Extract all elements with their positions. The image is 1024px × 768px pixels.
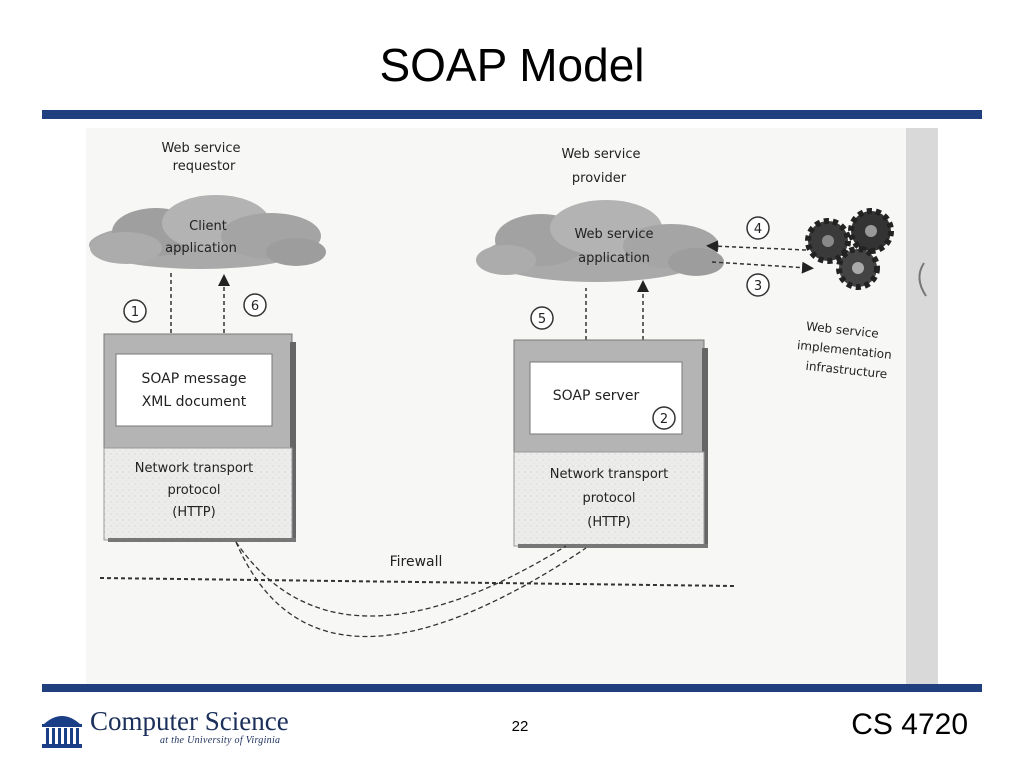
network-curve-outer: [235, 541, 587, 638]
step-1-badge: 1: [123, 299, 147, 323]
step-4-badge: 4: [746, 216, 770, 240]
step-4-arrow: [706, 240, 807, 253]
right-transport-line3: (HTTP): [587, 515, 630, 530]
provider-label-line2: provider: [572, 171, 627, 186]
svg-text:2: 2: [660, 412, 668, 427]
logo-title: Computer Science: [90, 706, 289, 736]
title-divider: [42, 110, 982, 119]
provider-app-line1: Web service: [574, 227, 653, 242]
soap-message-line1: SOAP message: [141, 371, 246, 387]
requestor-label-line1: Web service: [161, 141, 240, 156]
soap-server-stack: [513, 339, 708, 548]
book-spine-shadow: [906, 128, 938, 684]
page-number: 22: [511, 718, 529, 735]
impl-line1: Web service: [805, 319, 879, 341]
step-2-badge: 2: [652, 406, 676, 430]
provider-label-line1: Web service: [561, 147, 640, 162]
right-transport-line2: protocol: [582, 491, 635, 506]
svg-text:3: 3: [754, 279, 762, 294]
rotunda-icon: [42, 716, 82, 748]
firewall-label: Firewall: [390, 554, 443, 570]
svg-text:6: 6: [251, 299, 259, 314]
step-5-badge: 5: [530, 306, 554, 330]
left-transport-line2: protocol: [167, 483, 220, 498]
slide-title: SOAP Model: [379, 39, 645, 91]
svg-text:5: 5: [538, 312, 546, 327]
left-transport-line3: (HTTP): [172, 505, 215, 520]
impl-line3: infrastructure: [805, 359, 888, 381]
provider-app-line2: application: [578, 251, 650, 266]
step-3-badge: 3: [746, 273, 770, 297]
soap-diagram-svg: Web service requestor Client application…: [89, 128, 938, 684]
step-6-badge: 6: [243, 293, 267, 317]
client-app-line1: Client: [189, 219, 227, 234]
book-curve-mark: [918, 262, 927, 297]
uva-cs-logo: Computer Science at the University of Vi…: [40, 704, 340, 752]
step-3-arrow: [711, 261, 814, 274]
svg-text:4: 4: [754, 222, 762, 237]
client-cloud: [89, 195, 326, 269]
firewall-line: [99, 577, 735, 587]
left-transport-line1: Network transport: [135, 461, 253, 476]
right-transport-line1: Network transport: [550, 467, 668, 482]
soap-message-stack: [103, 333, 296, 542]
provider-cloud: [476, 200, 724, 282]
svg-text:1: 1: [131, 305, 139, 320]
gears-icon: [805, 208, 894, 290]
requestor-label-line2: requestor: [173, 159, 236, 174]
footer-divider: [42, 684, 982, 692]
soap-message-line2: XML document: [142, 394, 247, 410]
soap-server-label: SOAP server: [553, 388, 640, 404]
client-app-line2: application: [165, 241, 237, 256]
logo-subtitle: at the University of Virginia: [160, 735, 281, 746]
course-code: CS 4720: [851, 708, 968, 741]
soap-model-figure: Web service requestor Client application…: [86, 128, 938, 684]
